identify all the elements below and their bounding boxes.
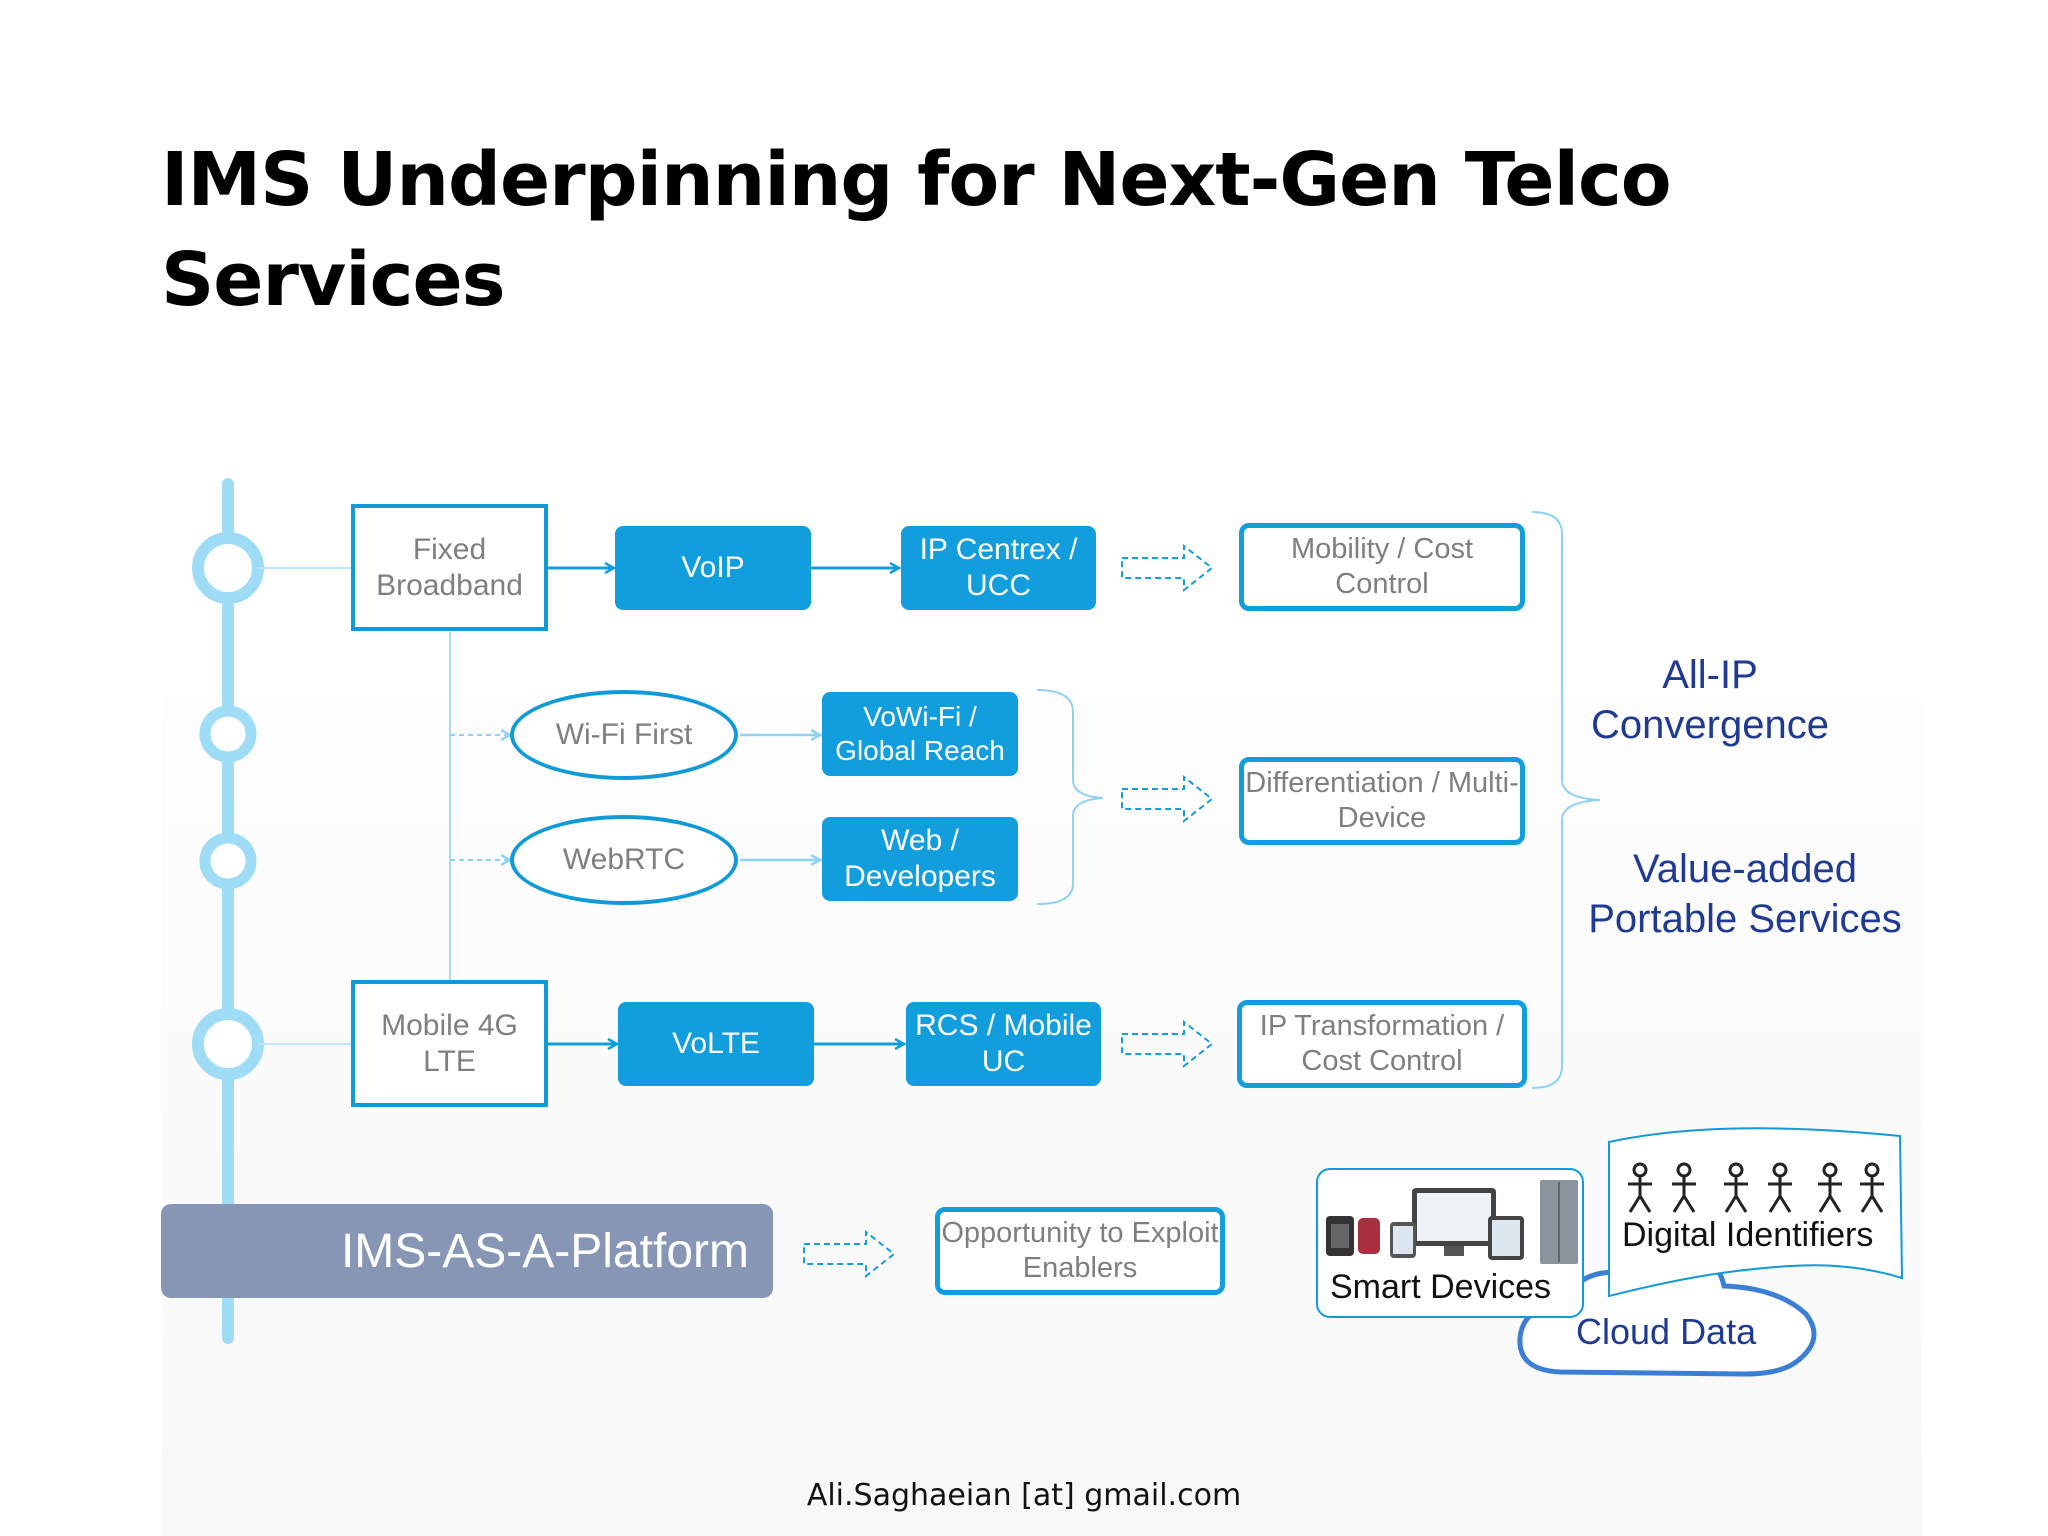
smart-devices-panel	[1316, 1168, 1584, 1318]
digital-identifiers-label: Digital Identifiers	[1622, 1216, 1874, 1254]
ip-centrex-box: IP Centrex / UCC	[901, 526, 1096, 610]
timeline-node	[192, 1008, 264, 1080]
rcs-box: RCS / Mobile UC	[906, 1002, 1101, 1086]
cloud-data-label: Cloud Data	[1576, 1311, 1757, 1352]
volte-box: VoLTE	[618, 1002, 814, 1086]
web-developers-box: Web / Developers	[822, 817, 1018, 901]
value-added-label: Value-added Portable Services	[1588, 847, 1902, 941]
page-title: IMS Underpinning for Next-Gen Telco Serv…	[161, 137, 1672, 323]
mobile-lte-box: Mobile 4G LTE	[351, 980, 548, 1107]
dashed-arrow	[803, 1229, 896, 1279]
ip-transformation-box: IP Transformation / Cost Control	[1237, 1000, 1527, 1088]
platform-bar: IMS-AS-A-Platform	[161, 1204, 773, 1298]
identifiers-frame	[1608, 1127, 1904, 1298]
timeline-node	[199, 705, 257, 763]
all-ip-label: All-IP Convergence	[1591, 653, 1829, 747]
webrtc-oval: WebRTC	[510, 815, 738, 905]
large-bracket	[1531, 511, 1601, 1089]
fixed-broadband-box: Fixed Broadband	[351, 504, 548, 631]
wifi-first-oval: Wi-Fi First	[510, 690, 738, 780]
opportunity-box: Opportunity to Exploit Enablers	[935, 1207, 1225, 1295]
mobility-box: Mobility / Cost Control	[1239, 523, 1525, 611]
timeline-node	[192, 532, 264, 604]
devices-icon	[1326, 1180, 1578, 1264]
dashed-arrow	[1121, 543, 1214, 593]
differentiation-box: Differentiation / Multi-Device	[1239, 757, 1525, 845]
platform-label: IMS-AS-A-Platform	[340, 1224, 749, 1278]
smart-devices-label: Smart Devices	[1330, 1268, 1552, 1306]
voip-box: VoIP	[615, 526, 811, 610]
small-bracket	[1036, 689, 1104, 905]
dashed-arrow	[1121, 1019, 1214, 1069]
vowifi-box: VoWi-Fi / Global Reach	[822, 692, 1018, 776]
people-icon	[1628, 1162, 1884, 1213]
dashed-arrow	[1121, 774, 1214, 824]
footer-email: Ali.Saghaeian [at] gmail.com	[806, 1478, 1242, 1513]
timeline-node	[199, 832, 257, 890]
